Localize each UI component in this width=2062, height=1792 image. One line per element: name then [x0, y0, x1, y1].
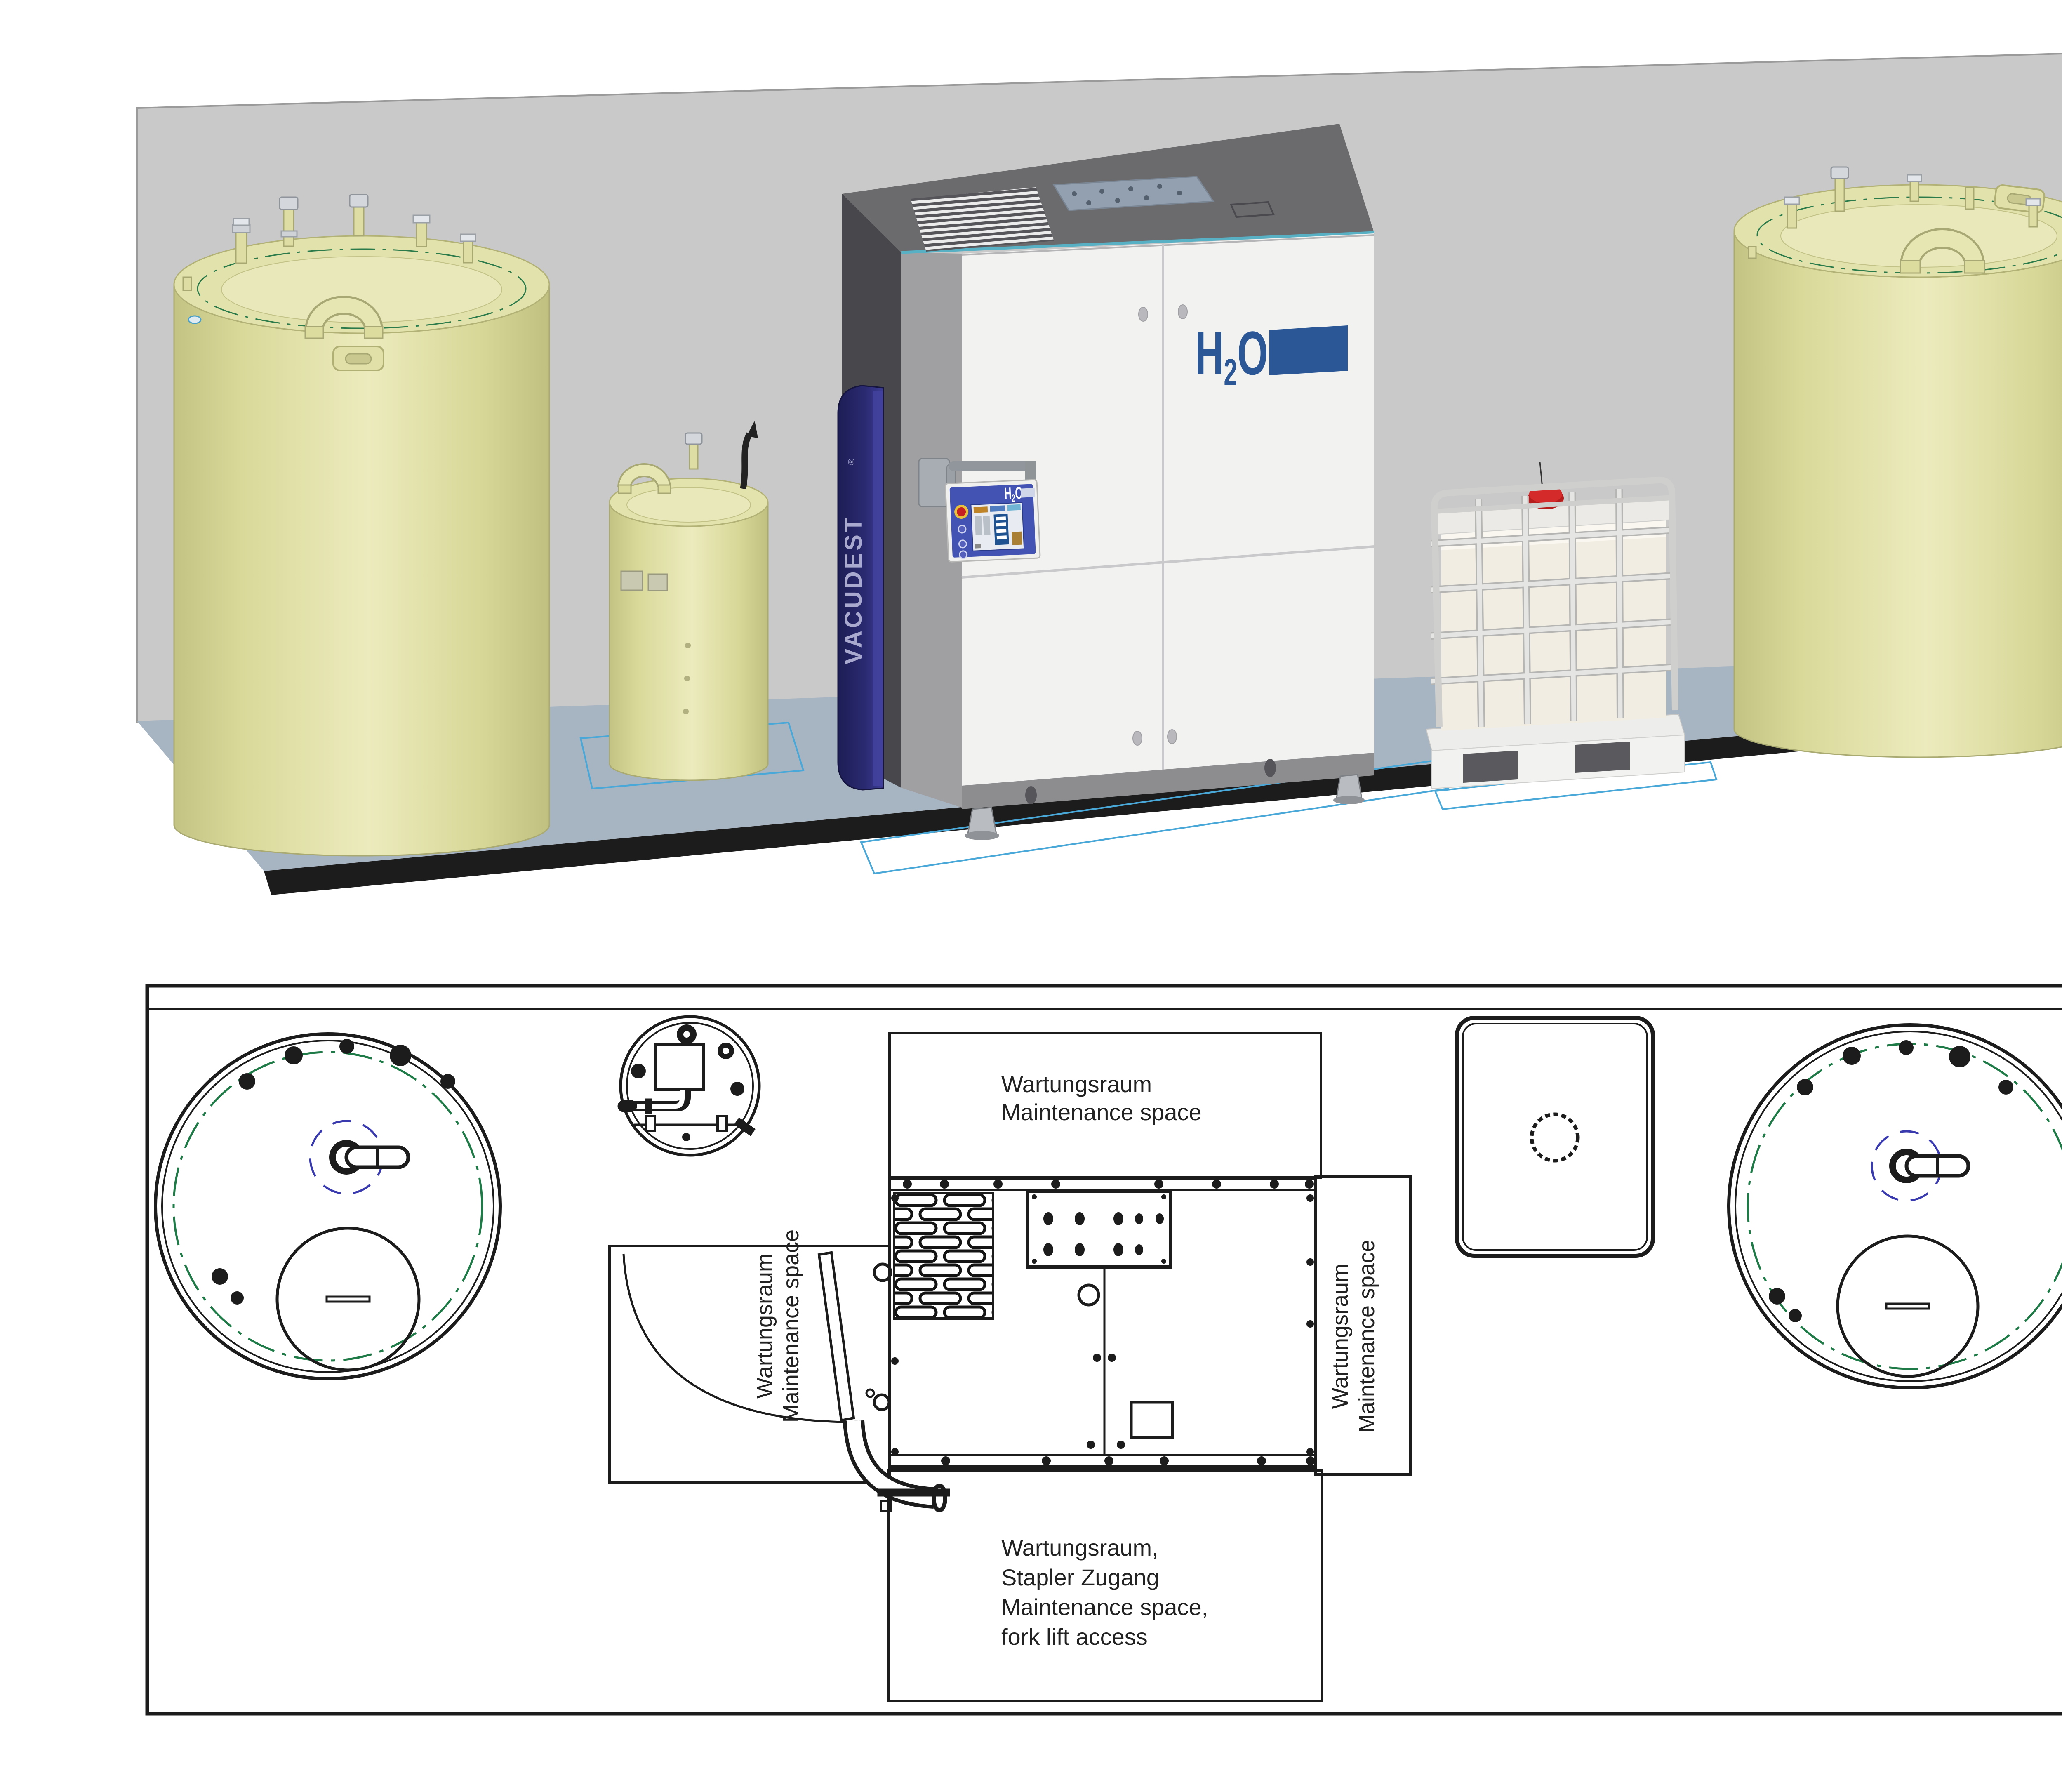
storage-tank-right-3d	[1733, 166, 2062, 758]
label-forklift-line4: fork lift access	[1001, 1624, 1148, 1650]
maintenance-space-box-right	[1314, 1175, 1412, 1476]
tank-right-plan-bolts	[1769, 1040, 2013, 1322]
machine-door-open	[817, 1251, 855, 1422]
tank-left-gooseneck	[307, 298, 381, 330]
label-maintenance-top-de: Wartungsraum	[1001, 1071, 1152, 1097]
door-swing-arc	[622, 1253, 847, 1423]
ibc-plan	[1455, 1016, 1655, 1258]
vacudest-machine-3d: H2O VACUDEST ®	[837, 124, 1375, 840]
side-brand-label: VACUDEST	[840, 515, 867, 665]
floorplan: Wartungsraum Maintenance space Wartungsr…	[145, 984, 2062, 1716]
label-forklift-line3: Maintenance space,	[1001, 1594, 1208, 1620]
label-maintenance-left-en: Maintenance space	[779, 1229, 803, 1422]
machine-door-seam-horizontal	[961, 545, 1375, 579]
label-maintenance-left-de: Wartungsraum	[752, 1253, 777, 1399]
label-forklift-line1: Wartungsraum,	[1001, 1535, 1158, 1561]
tank-right-nozzles	[1748, 166, 2041, 259]
plan-border	[145, 984, 2062, 1716]
tank-right-body	[1733, 231, 2062, 758]
machine-feet	[965, 774, 1365, 840]
panel-screen[interactable]	[970, 502, 1025, 551]
tank-right-plan-keyhole	[1889, 1149, 1970, 1183]
buffer-tank-small-3d	[609, 421, 769, 781]
machine-roof-plate	[1052, 176, 1215, 211]
machine-plan-plate-holes	[1032, 1194, 1166, 1264]
tank-right-plan-manway	[1836, 1234, 1980, 1378]
label-maintenance-right-de: Wartungsraum	[1328, 1264, 1353, 1409]
tank-small-hose	[740, 432, 752, 490]
brand-logo-text: H2O	[1195, 318, 1268, 393]
label-forklift-line2: Stapler Zugang	[1001, 1564, 1159, 1590]
machine-roof-edge-trim	[901, 231, 1375, 254]
machine-plan-drain-pipe	[843, 1420, 950, 1512]
tank-small-plan	[617, 1015, 761, 1157]
tank-left-nozzles	[182, 194, 476, 324]
machine-roof-plate-bolts	[1072, 184, 1182, 205]
ibc-container-3d	[1425, 462, 1685, 789]
tank-small-pad	[620, 570, 643, 591]
label-maintenance-right-en: Maintenance space	[1354, 1240, 1379, 1433]
maintenance-space-box-forklift	[887, 1469, 1323, 1702]
tank-small-body	[609, 502, 769, 781]
storage-tank-left-3d	[173, 194, 550, 857]
ibc-plan-cap	[1530, 1112, 1580, 1163]
panel-brand-block	[1020, 488, 1035, 498]
brand-logo-block	[1269, 325, 1348, 375]
scene-3d: H2O VACUDEST ®	[136, 53, 2062, 895]
brand-logo: H2O	[1195, 318, 1348, 393]
tank-right-plan	[1727, 1023, 2062, 1389]
ibc-cage	[1431, 476, 1678, 727]
side-brand-panel: VACUDEST ®	[837, 385, 884, 791]
machine-plan-bolts	[891, 1180, 1315, 1465]
tank-left-bolt-circle	[197, 248, 527, 329]
panel-buttons[interactable]	[958, 525, 968, 559]
tank-left-plan	[154, 1032, 502, 1380]
maintenance-space-box-left	[608, 1245, 892, 1484]
tank-left-plan-manway	[275, 1227, 421, 1372]
panel-brand-text: H2O	[1004, 483, 1023, 504]
tank-left-plan-keyhole	[329, 1140, 410, 1175]
side-brand-label-mark: ®	[846, 459, 857, 465]
machine-left-column	[901, 252, 962, 808]
machine-plan-vent-grille	[893, 1192, 994, 1320]
tank-small-pad	[647, 573, 668, 591]
ibc-pallet	[1425, 714, 1685, 789]
machine-plan-connection-plate	[1026, 1189, 1172, 1269]
control-panel: H2O	[944, 479, 1041, 563]
machine-door-handles	[1132, 304, 1188, 746]
tank-left-plan-bolts	[212, 1039, 455, 1305]
label-maintenance-top-en: Maintenance space	[1001, 1099, 1202, 1125]
